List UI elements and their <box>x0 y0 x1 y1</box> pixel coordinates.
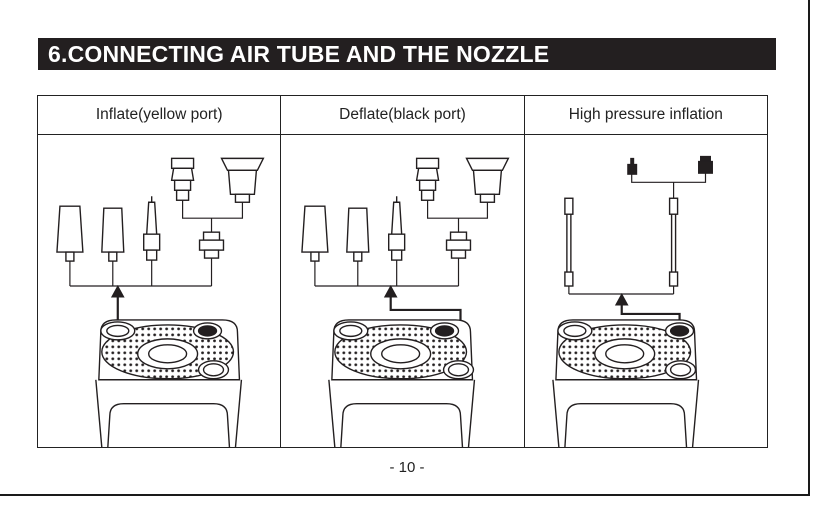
pump-top-view <box>329 320 475 448</box>
panel-header-deflate: Deflate(black port) <box>281 96 523 135</box>
panel-header-high-pressure: High pressure inflation <box>525 96 767 135</box>
nozzle-needle <box>389 196 405 260</box>
panel-header-inflate: Inflate(yellow port) <box>38 96 280 135</box>
nozzle-medium-cone <box>102 208 124 261</box>
valve-adapter-left <box>627 158 636 174</box>
page-edge-bottom <box>0 494 810 496</box>
illustration-table: Inflate(yellow port) <box>37 95 768 448</box>
page-edge-right <box>808 0 810 496</box>
nozzle-large-cone <box>302 206 328 261</box>
pump-top-view <box>553 320 699 448</box>
panel-high-pressure: High pressure inflation <box>524 96 767 447</box>
panel-inflate: Inflate(yellow port) <box>38 96 280 447</box>
high-pressure-illustration <box>525 134 767 448</box>
nozzle-needle <box>144 196 160 260</box>
valve-adapter-right <box>698 156 712 173</box>
section-title: 6.CONNECTING AIR TUBE AND THE NOZZLE <box>38 38 776 70</box>
high-pressure-hoses <box>565 198 678 286</box>
adapter-ribbed <box>172 158 194 200</box>
pump-top-view <box>96 320 242 448</box>
adapter-ribbed <box>417 158 439 200</box>
panel-deflate: Deflate(black port) <box>280 96 523 447</box>
adapter-wide-cup <box>467 158 509 202</box>
adapter-small-connector <box>447 232 471 258</box>
connector-lines <box>569 173 706 294</box>
deflate-illustration <box>281 134 523 448</box>
adapter-wide-cup <box>221 158 263 202</box>
inflate-illustration <box>38 134 280 448</box>
nozzle-medium-cone <box>347 208 369 261</box>
nozzle-large-cone <box>57 206 83 261</box>
adapter-small-connector <box>200 232 224 258</box>
page-number: - 10 - <box>0 459 814 476</box>
